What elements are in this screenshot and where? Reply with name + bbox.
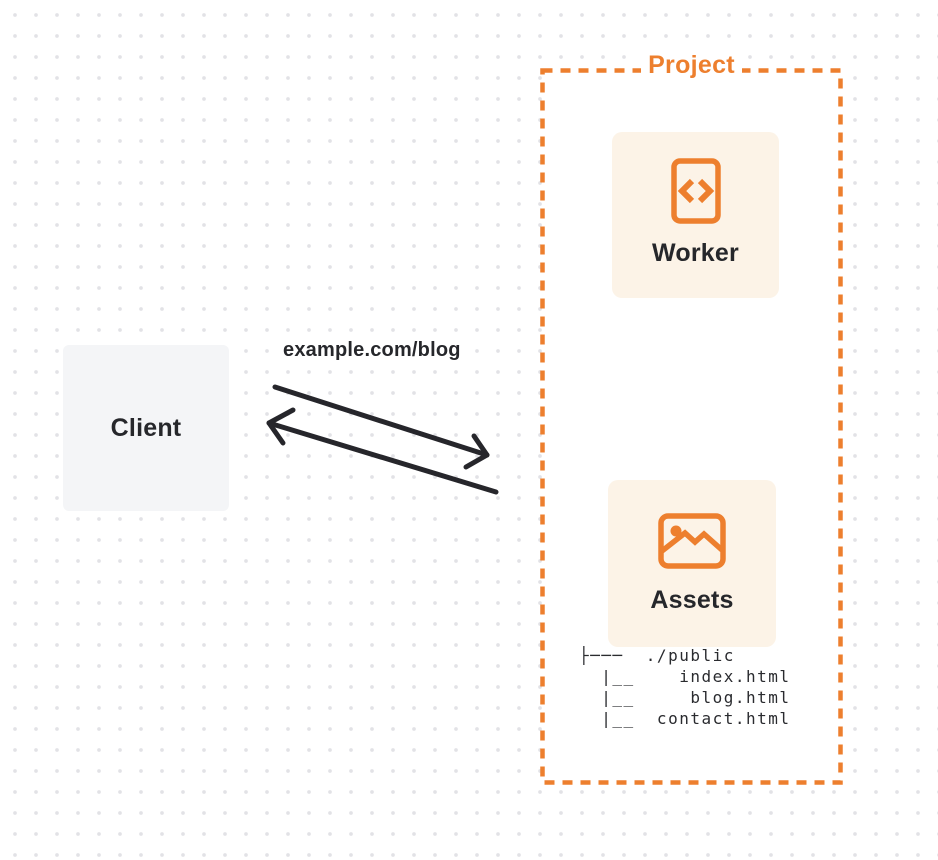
file-tree-item: |__ index.html (579, 667, 791, 686)
client-node: Client (63, 345, 229, 511)
file-tree-item: |__ contact.html (579, 709, 791, 728)
code-icon (670, 158, 721, 224)
image-icon (658, 513, 726, 569)
worker-label: Worker (652, 239, 739, 267)
file-tree-item: |__ blog.html (579, 688, 791, 707)
response-arrowhead (266, 407, 296, 446)
request-arrow (272, 384, 490, 458)
request-url-label: example.com/blog (280, 339, 464, 362)
file-tree-root: ├─── ./public (579, 646, 735, 665)
worker-node: Worker (612, 132, 779, 298)
response-arrow (266, 420, 499, 495)
assets-node: Assets (608, 480, 776, 647)
file-tree: ├─── ./public |__ index.html |__ blog.ht… (579, 645, 791, 729)
assets-label: Assets (650, 586, 734, 614)
client-label: Client (110, 413, 182, 442)
request-arrowhead (463, 433, 490, 470)
